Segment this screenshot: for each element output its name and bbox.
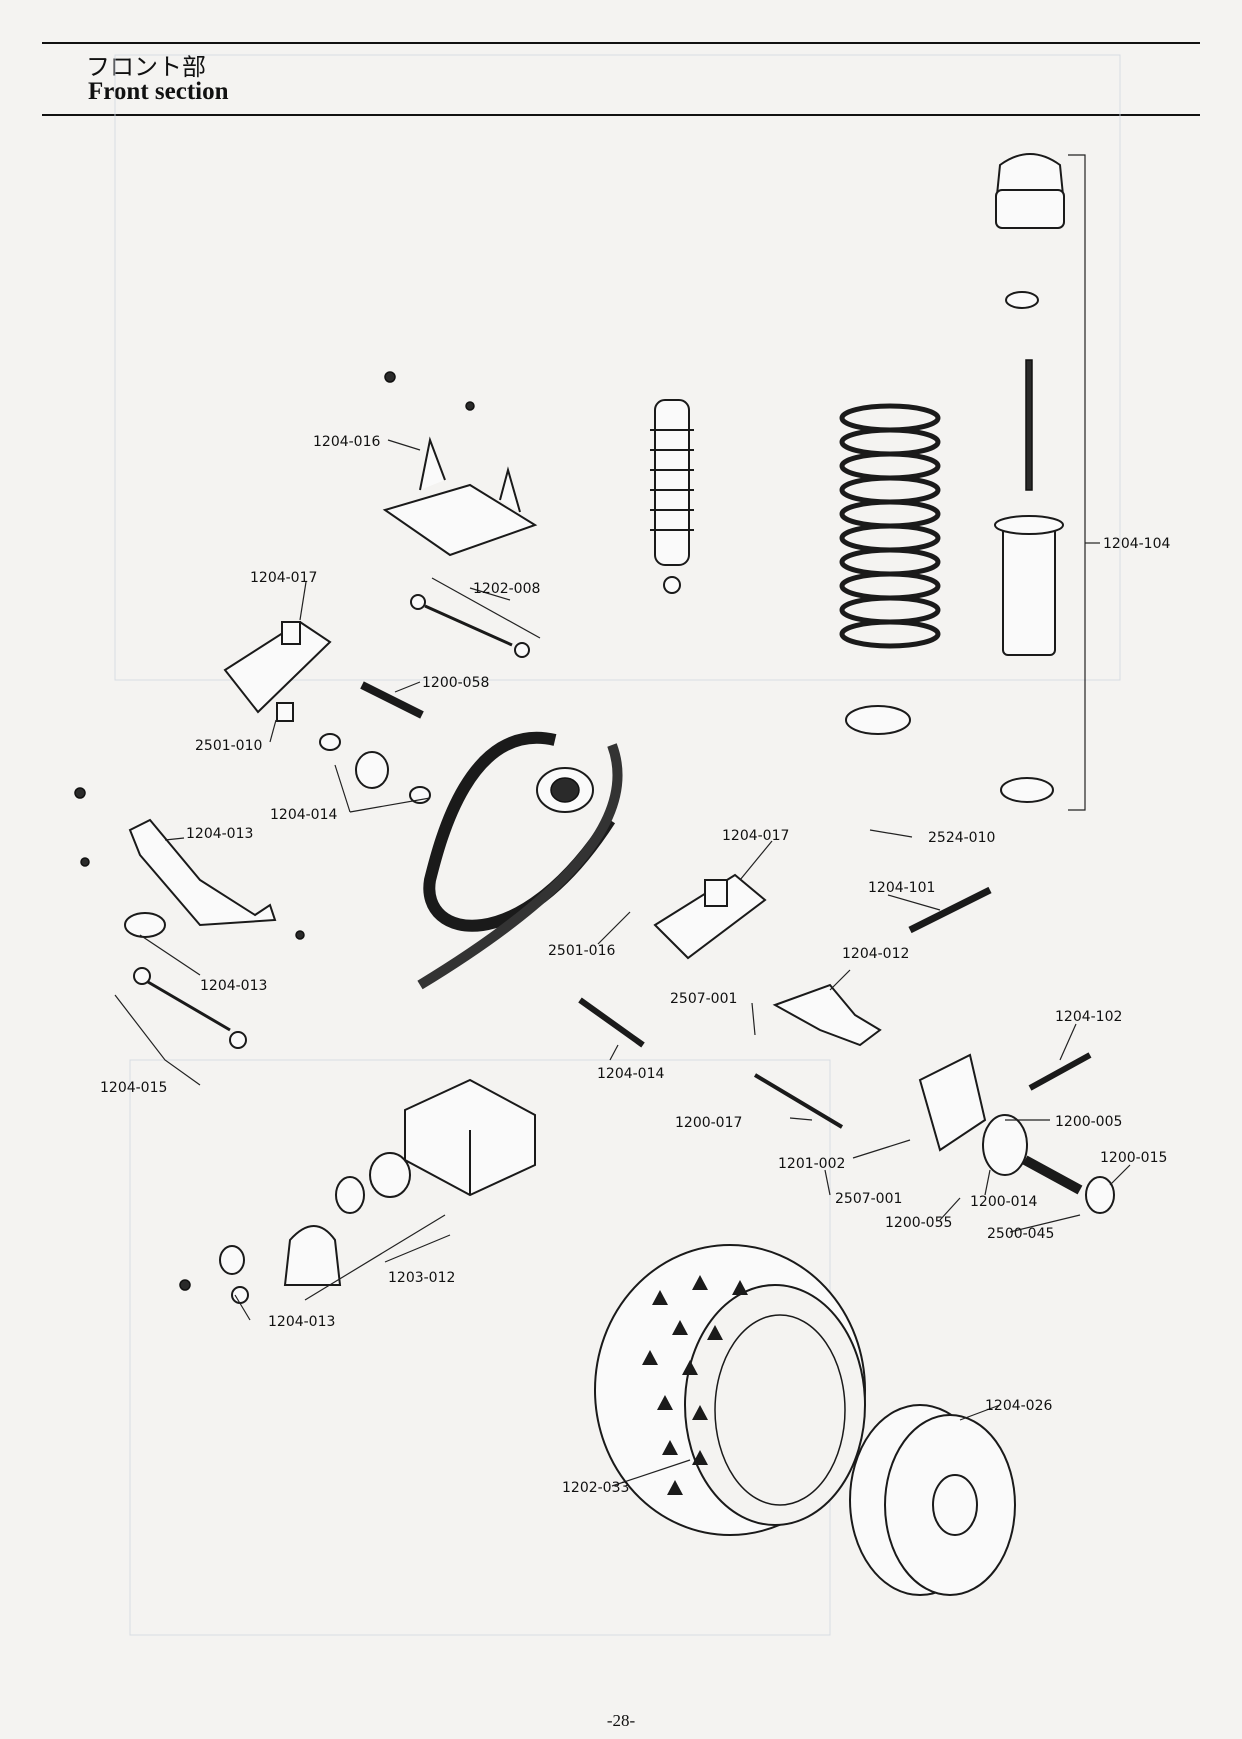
header-top-rule <box>42 42 1200 44</box>
part-number-label: 1203-012 <box>388 1270 455 1286</box>
part-number-label: 1202-008 <box>473 581 540 597</box>
dogbone-1200-017 <box>753 1073 844 1129</box>
bushing-2501-010 <box>276 702 294 722</box>
part-number-label: 1204-012 <box>842 946 909 962</box>
header-bottom-rule <box>42 114 1200 116</box>
part-number-label: 1204-014 <box>597 1066 664 1082</box>
part-number-label: 1200-015 <box>1100 1150 1167 1166</box>
knuckle-mount-left <box>223 620 332 714</box>
steering-plate <box>74 787 305 940</box>
wheel <box>849 1404 1016 1596</box>
front-knuckle-axle <box>918 1053 1115 1214</box>
a-arm-1204-012 <box>772 983 882 1047</box>
shaft-1204-101 <box>908 886 992 934</box>
page-number: -28- <box>606 1711 636 1730</box>
part-number-label: 1200-055 <box>885 1215 952 1231</box>
shock-assembled <box>650 399 694 594</box>
part-number-label: 1202-033 <box>562 1480 629 1496</box>
tie-rod <box>114 967 247 1086</box>
part-number-label: 1200-058 <box>422 675 489 691</box>
steering-link <box>410 577 541 658</box>
part-number-label: 1204-013 <box>268 1314 335 1330</box>
part-number-label: 1204-101 <box>868 880 935 896</box>
knuckle-mount-center <box>653 873 767 960</box>
servo <box>404 1078 536 1197</box>
section-title-japanese: フロント部 <box>86 53 206 81</box>
part-number-label: 1204-013 <box>200 978 267 994</box>
part-number-label: 2524-010 <box>928 830 995 846</box>
part-number-label: 2500-045 <box>987 1226 1054 1242</box>
part-number-label: 1204-017 <box>722 828 789 844</box>
part-labels: 1204-016 1204-017 1202-008 1200-058 2501-010… <box>100 434 1170 1496</box>
part-number-label: 1204-104 <box>1103 536 1170 552</box>
section-title-english: Front section <box>88 78 229 105</box>
drive-belt <box>417 731 623 990</box>
part-number-label: 2501-010 <box>195 738 262 754</box>
part-number-label: 2507-001 <box>670 991 737 1007</box>
part-number-label: 2507-001 <box>835 1191 902 1207</box>
servo-saver <box>179 1152 446 1304</box>
shaft-1204-102 <box>1028 1052 1092 1091</box>
part-number-label: 1204-015 <box>100 1080 167 1096</box>
spiked-tire <box>594 1244 866 1536</box>
shock-exploded <box>839 153 1100 811</box>
pin-1200-058 <box>360 681 424 719</box>
part-number-label: 1204-102 <box>1055 1009 1122 1025</box>
pin-1204-014 <box>578 997 645 1048</box>
part-number-label: 1204-026 <box>985 1398 1052 1414</box>
part-number-label: 1204-016 <box>313 434 380 450</box>
part-number-label: 1200-014 <box>970 1194 1037 1210</box>
part-number-label: 1204-017 <box>250 570 317 586</box>
part-number-label: 1204-013 <box>186 826 253 842</box>
part-number-label: 2501-016 <box>548 943 615 959</box>
part-number-label: 1201-002 <box>778 1156 845 1172</box>
part-number-label: 1200-017 <box>675 1115 742 1131</box>
part-number-label: 1200-005 <box>1055 1114 1122 1130</box>
front-bulkhead <box>382 371 538 557</box>
part-number-label: 1204-014 <box>270 807 337 823</box>
